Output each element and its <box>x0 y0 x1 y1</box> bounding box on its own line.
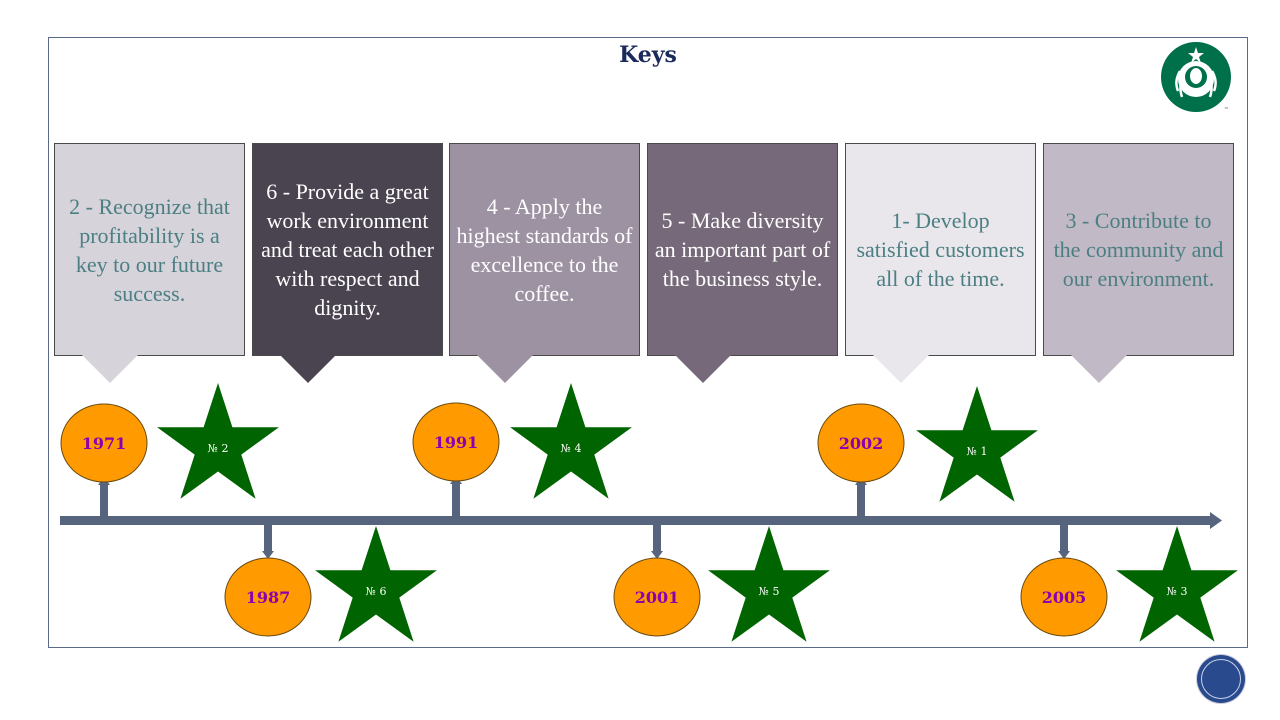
key-box-pointer <box>82 355 138 383</box>
year-circle <box>817 403 905 483</box>
key-text: 1- Develop satisfied customers all of th… <box>856 208 1025 291</box>
star-icon <box>510 383 632 499</box>
trademark-label: ™ <box>1224 107 1229 113</box>
connector-arrow <box>857 481 865 516</box>
connector-arrow <box>1060 522 1068 553</box>
connector-arrow <box>452 480 460 516</box>
year-circle <box>60 403 148 483</box>
key-text: 6 - Provide a great work environment and… <box>261 179 434 320</box>
connector-arrowhead <box>1058 551 1070 559</box>
key-box-pointer <box>675 355 731 383</box>
star-label: № 3 <box>1167 585 1188 598</box>
connector-arrow <box>653 522 661 553</box>
year-label: 2002 <box>839 434 884 453</box>
year-label: 1971 <box>82 434 127 453</box>
key-text: 2 - Recognize that profitability is a ke… <box>69 193 230 306</box>
year-label: 1987 <box>246 588 291 607</box>
page-badge-icon <box>1197 655 1245 703</box>
star-icon <box>916 386 1038 502</box>
key-text: 4 - Apply the highest standards of excel… <box>456 193 633 306</box>
key-text: 3 - Contribute to the community and our … <box>1053 208 1224 291</box>
timeline-axis <box>60 516 1212 525</box>
key-box-pointer <box>1071 355 1127 383</box>
year-label: 2001 <box>635 588 680 607</box>
key-box: 6 - Provide a great work environment and… <box>252 143 443 356</box>
star-icon <box>157 383 279 499</box>
year-label: 1991 <box>434 433 479 452</box>
star-label: № 6 <box>366 585 387 598</box>
key-box-pointer <box>477 355 533 383</box>
connector-arrow <box>100 481 108 516</box>
star-icon <box>315 526 437 642</box>
key-box-pointer <box>280 355 336 383</box>
key-box-pointer <box>873 355 929 383</box>
star-icon <box>1116 526 1238 642</box>
year-circle <box>1020 557 1108 637</box>
slide-frame <box>48 37 1248 648</box>
star-label: № 5 <box>759 585 780 598</box>
connector-arrowhead <box>651 551 663 559</box>
starbucks-logo: ™ <box>1160 41 1232 113</box>
connector-arrow <box>264 522 272 553</box>
timeline-arrowhead <box>1210 512 1222 529</box>
year-label: 2005 <box>1042 588 1087 607</box>
connector-arrowhead <box>262 551 274 559</box>
key-box: 2 - Recognize that profitability is a ke… <box>54 143 245 356</box>
slide-title: Keys <box>619 42 677 68</box>
key-box: 3 - Contribute to the community and our … <box>1043 143 1234 356</box>
year-circle <box>224 557 312 637</box>
key-text: 5 - Make diversity an important part of … <box>654 208 831 291</box>
key-box: 4 - Apply the highest standards of excel… <box>449 143 640 356</box>
star-label: № 2 <box>208 442 229 455</box>
star-label: № 1 <box>967 445 988 458</box>
year-circle <box>412 402 500 482</box>
key-box: 5 - Make diversity an important part of … <box>647 143 838 356</box>
star-label: № 4 <box>561 442 582 455</box>
key-box: 1- Develop satisfied customers all of th… <box>845 143 1036 356</box>
star-icon <box>708 526 830 642</box>
year-circle <box>613 557 701 637</box>
